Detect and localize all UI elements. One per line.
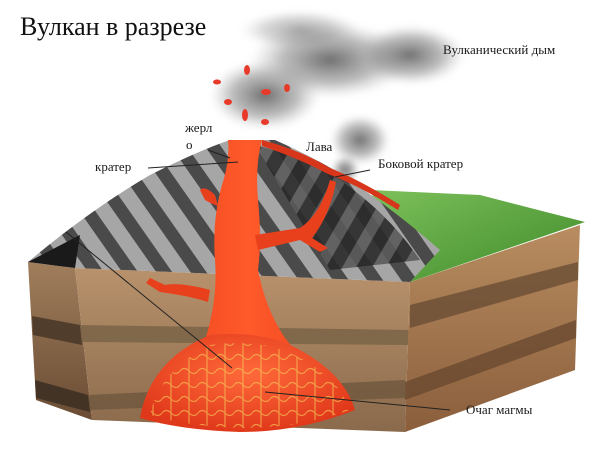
crater-leader-line <box>147 161 239 169</box>
diagram-title: Вулкан в разрезе <box>20 12 207 41</box>
magma-chamber-leader-line <box>264 391 451 411</box>
label-lava: Лава <box>306 139 333 154</box>
vent-leader-line <box>207 149 231 159</box>
smoke-plume <box>210 10 465 184</box>
label-magma-chamber: Очаг магмы <box>466 402 533 417</box>
surface-lava-flow <box>262 140 400 210</box>
left-face <box>28 262 92 420</box>
cross-section-leader-line <box>65 231 233 369</box>
label-vent-line1: жерл <box>185 120 213 135</box>
side-crater-leader-line <box>334 169 371 178</box>
lower-branch <box>146 278 210 302</box>
label-side-crater: Боковой кратер <box>378 156 464 171</box>
side-conduit <box>255 180 336 252</box>
lava-bombs <box>213 65 290 125</box>
label-vent-line2: о <box>186 137 193 152</box>
label-volcanic-smoke: Вулканический дым <box>443 42 556 57</box>
label-crater: кратер <box>95 159 132 174</box>
leader-lines <box>65 149 451 411</box>
